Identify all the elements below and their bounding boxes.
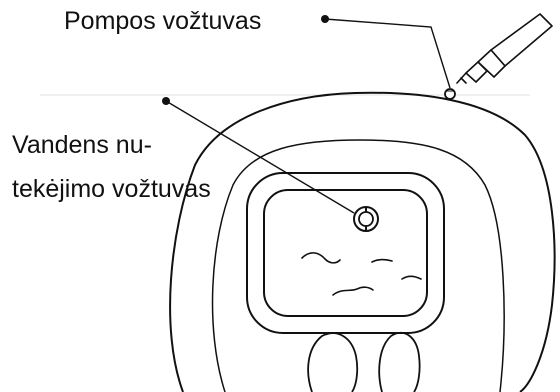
drain-valve-label-line1: Vandens nu-	[12, 131, 152, 159]
drain-valve-leader	[162, 97, 355, 214]
window-frame-inner	[263, 189, 428, 317]
pump-valve-label: Pompos vožtuvas	[64, 7, 262, 35]
window-frame-outer	[246, 172, 445, 334]
drain-valve-label-line2: tekėjimo vožtuvas	[12, 175, 211, 203]
drain-valve	[353, 206, 379, 232]
pump-valve-leader	[321, 15, 451, 89]
inner-body-ring	[211, 139, 505, 392]
pump-nozzle-icon	[456, 13, 553, 84]
right-foot	[378, 331, 421, 392]
water-squiggles	[301, 252, 422, 296]
pump-valve	[444, 88, 456, 100]
outer-body-outline	[169, 91, 556, 392]
left-foot	[307, 332, 359, 392]
